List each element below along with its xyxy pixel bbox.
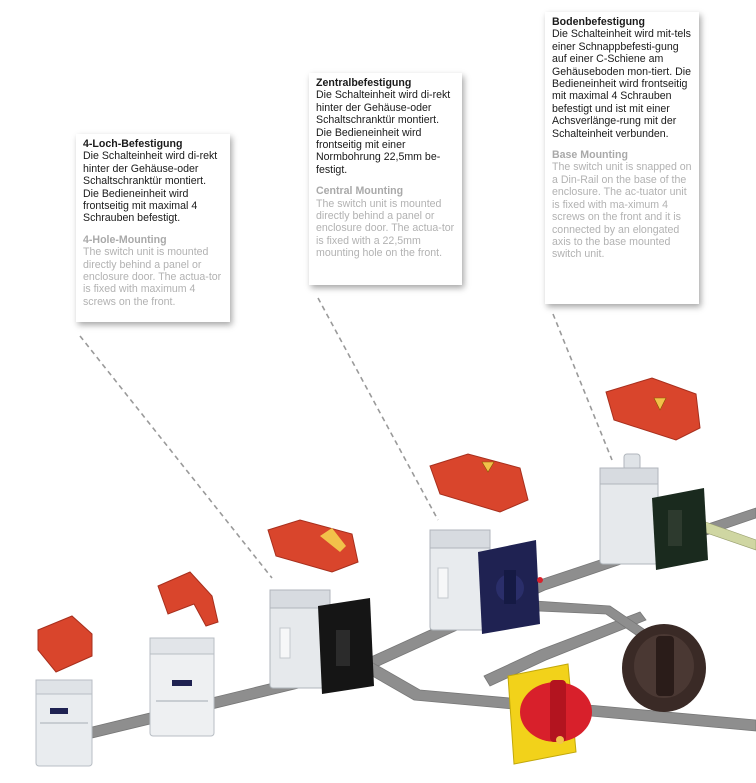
callout-text-en: The switch unit is mounted directly behi… <box>316 197 455 260</box>
red-cover-central <box>429 453 529 513</box>
switch-unit-four-hole <box>267 519 374 694</box>
rail-branch <box>483 611 647 687</box>
red-cover-second <box>157 571 219 627</box>
emergency-actuator <box>507 663 592 765</box>
leader-lines <box>79 297 613 579</box>
callout-central-mounting: Zentralbefestigung Die Schalteinheit wir… <box>309 73 462 285</box>
switch-unit-small-left <box>35 615 93 767</box>
red-cover-base <box>605 377 701 441</box>
callout-text-en: The switch unit is snapped on a Din-Rail… <box>552 161 692 261</box>
callout-text-en: The switch unit is mounted directly behi… <box>83 246 222 308</box>
callout-title-en: 4-Hole-Mounting <box>83 233 167 246</box>
red-cover-small-left <box>37 615 93 673</box>
callout-four-hole-mounting: 4-Loch-Befestigung Die Schalteinheit wir… <box>76 134 230 322</box>
callout-text-de: Die Schalteinheit wird mit-tels einer Sc… <box>552 28 691 140</box>
callout-title-de: Zentralbefestigung <box>316 77 412 89</box>
callout-title-en: Base Mounting <box>552 149 628 162</box>
leader-line-base <box>552 313 613 461</box>
callout-text-de: Die Schalteinheit wird di-rekt hinter de… <box>83 150 218 225</box>
callout-title-de: 4-Loch-Befestigung <box>83 138 183 150</box>
callout-title-en: Central Mounting <box>316 185 404 198</box>
switch-unit-base <box>599 377 708 570</box>
brown-actuator <box>622 624 706 712</box>
leader-line-central <box>317 297 439 521</box>
warning-triangle-icon <box>481 461 495 473</box>
switch-unit-central <box>429 453 543 634</box>
callout-base-mounting: Bodenbefestigung Die Schalteinheit wird … <box>545 12 699 304</box>
switch-unit-second <box>149 571 219 737</box>
leader-line-four-hole <box>79 335 273 579</box>
warning-triangle-icon-base <box>653 397 667 411</box>
callout-text-de: Die Schalteinheit wird di-rekt hinter de… <box>316 89 451 176</box>
callout-title-de: Bodenbefestigung <box>552 16 645 28</box>
